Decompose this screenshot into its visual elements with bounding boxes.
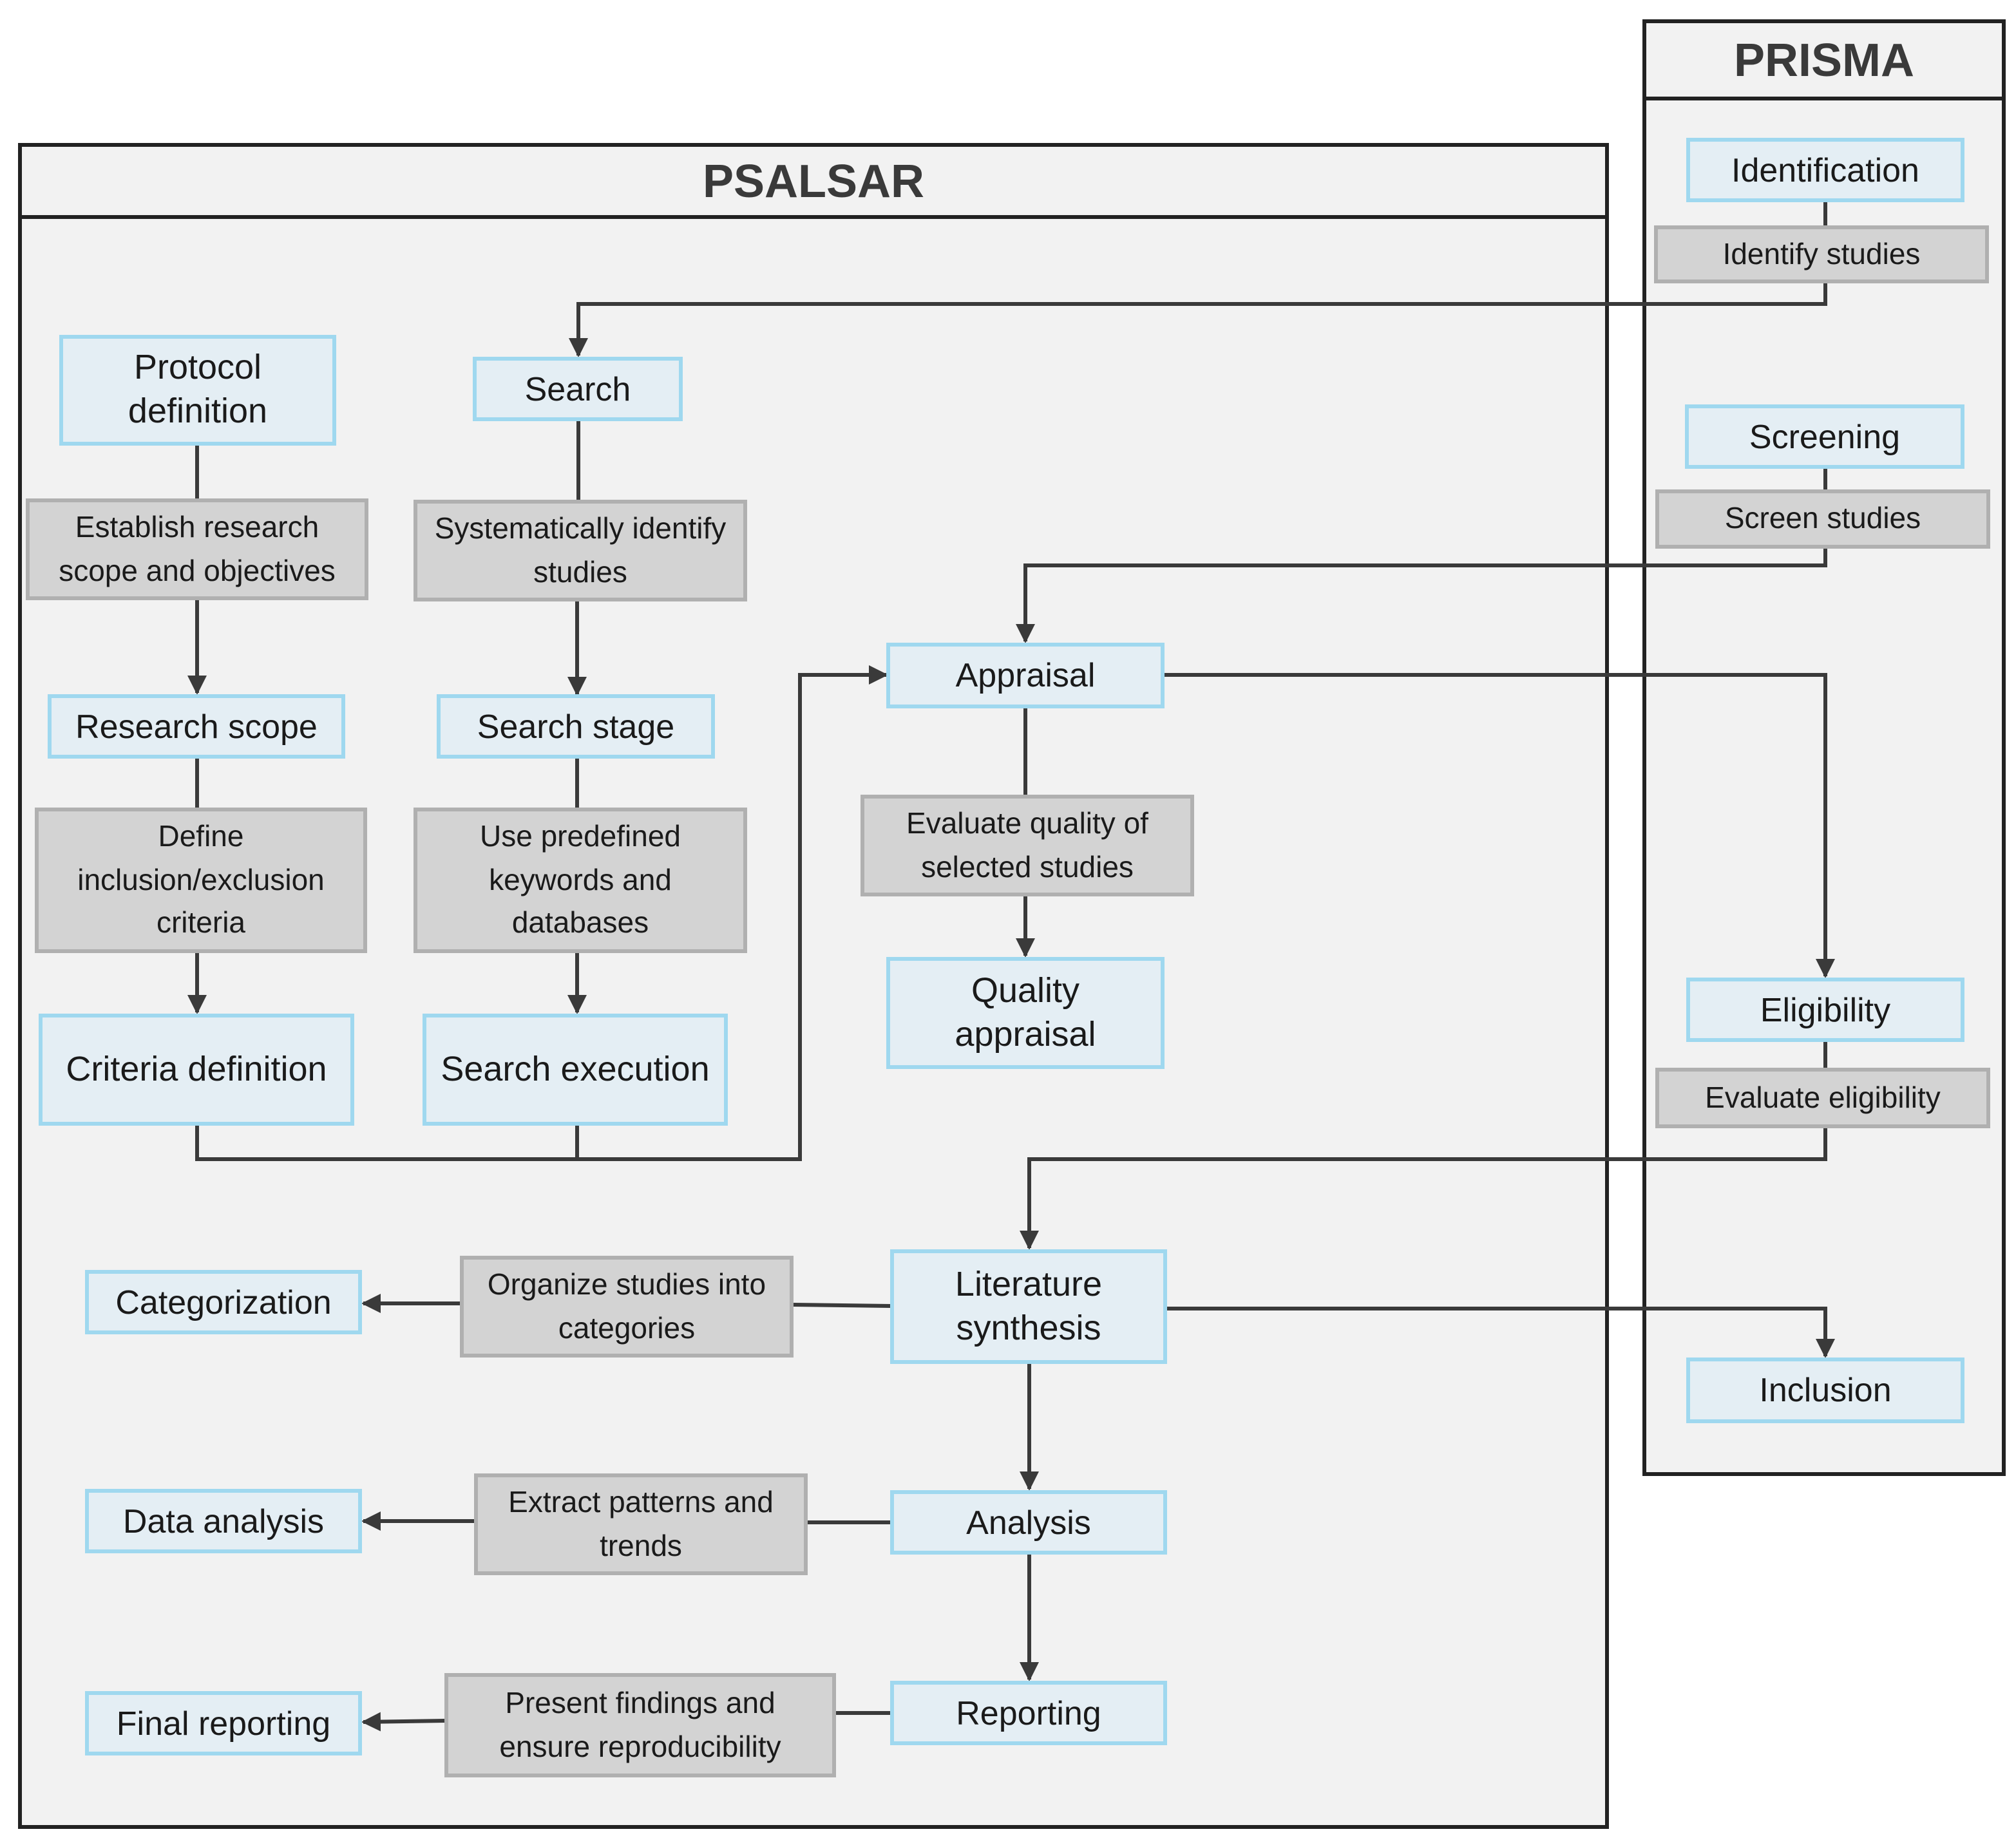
identify-studies-box: Identify studies [1654, 225, 1989, 283]
final-reporting-box: Final reporting [85, 1691, 362, 1755]
appraisal-box: Appraisal [886, 643, 1165, 708]
eligibility-box: Eligibility [1686, 978, 1964, 1042]
quality-appraisal-box: Quality appraisal [886, 957, 1165, 1069]
data-analysis-box: Data analysis [85, 1489, 362, 1553]
systematically-identify-box: Systematically identify studies [414, 500, 747, 601]
identification-box: Identification [1686, 138, 1964, 202]
screening-box: Screening [1685, 404, 1964, 469]
inclusion-box: Inclusion [1686, 1358, 1964, 1423]
evaluate-quality-box: Evaluate quality of selected studies [861, 795, 1194, 896]
research-scope-box: Research scope [48, 694, 345, 759]
establish-scope-box: Establish research scope and objectives [26, 498, 368, 600]
predefined-keywords-box: Use predefined keywords and databases [414, 808, 747, 953]
analysis-box: Analysis [890, 1490, 1167, 1555]
define-criteria-box: Define inclusion/exclusion criteria [35, 808, 367, 953]
evaluate-eligibility-box: Evaluate eligibility [1655, 1068, 1990, 1128]
search-stage-box: Search stage [437, 694, 715, 759]
criteria-definition-box: Criteria definition [39, 1014, 354, 1126]
psalsar-title: PSALSAR [18, 143, 1609, 219]
screen-studies-box: Screen studies [1655, 489, 1990, 549]
reporting-box: Reporting [890, 1681, 1167, 1745]
prisma-title: PRISMA [1642, 19, 2006, 100]
literature-synthesis-box: Literature synthesis [890, 1249, 1167, 1364]
search-execution-box: Search execution [423, 1014, 728, 1126]
protocol-definition-box: Protocol definition [59, 335, 336, 446]
search-box: Search [473, 357, 683, 421]
extract-patterns-box: Extract patterns and trends [474, 1473, 808, 1575]
organize-studies-box: Organize studies into categories [460, 1256, 794, 1358]
categorization-box: Categorization [85, 1270, 362, 1334]
present-findings-box: Present findings and ensure reproducibil… [444, 1673, 836, 1777]
